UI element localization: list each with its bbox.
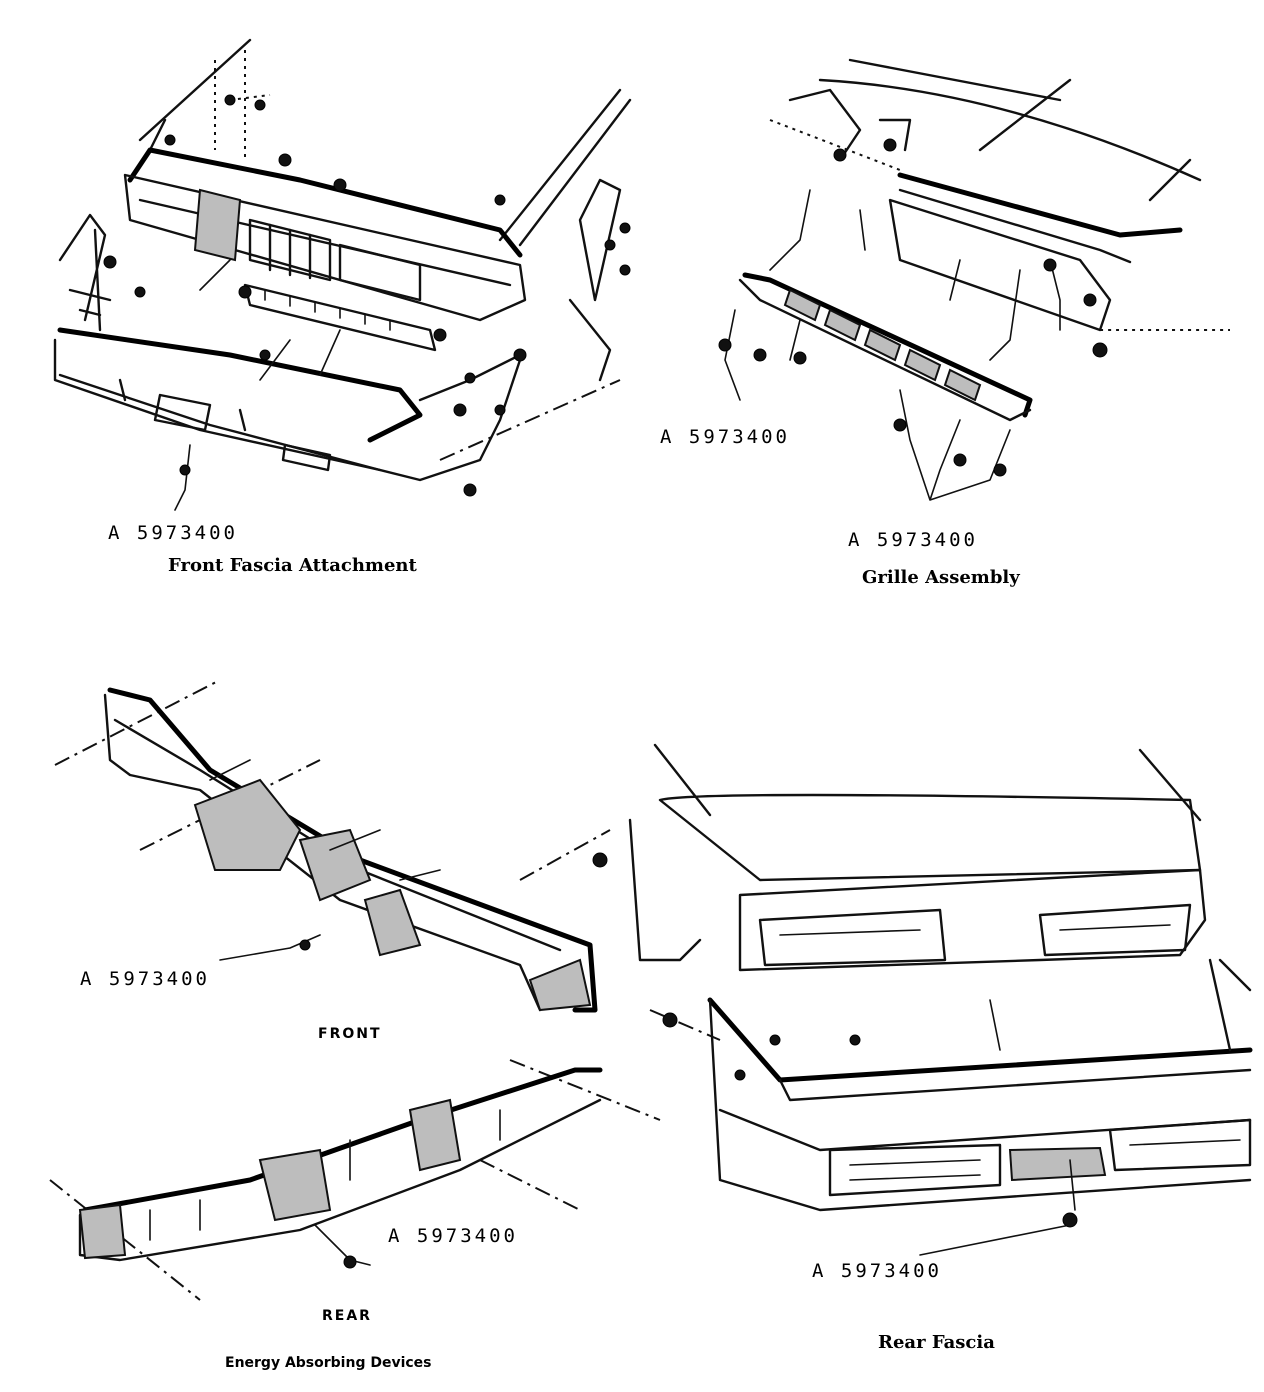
front-fascia-part-number: A 5973400 [108, 522, 238, 544]
rear-fascia-caption: Rear Fascia [878, 1332, 995, 1353]
energy-absorber-illustration [49, 679, 661, 1301]
grille-part-number-bottom: A 5973400 [848, 529, 978, 551]
front-fascia-illustration [53, 38, 632, 511]
front-fascia-caption: Front Fascia Attachment [168, 555, 417, 576]
grille-caption: Grille Assembly [862, 567, 1020, 588]
grille-assembly-illustration [718, 58, 1230, 501]
rear-fascia-part-number: A 5973400 [812, 1260, 942, 1282]
energy-rear-part-number: A 5973400 [388, 1225, 518, 1247]
energy-caption: Energy Absorbing Devices [225, 1355, 432, 1371]
rear-fascia-illustration [592, 743, 1253, 1256]
energy-front-part-number: A 5973400 [80, 968, 210, 990]
energy-front-label: FRONT [318, 1026, 382, 1042]
energy-rear-label: REAR [322, 1308, 372, 1324]
grille-part-number-top: A 5973400 [660, 426, 790, 448]
